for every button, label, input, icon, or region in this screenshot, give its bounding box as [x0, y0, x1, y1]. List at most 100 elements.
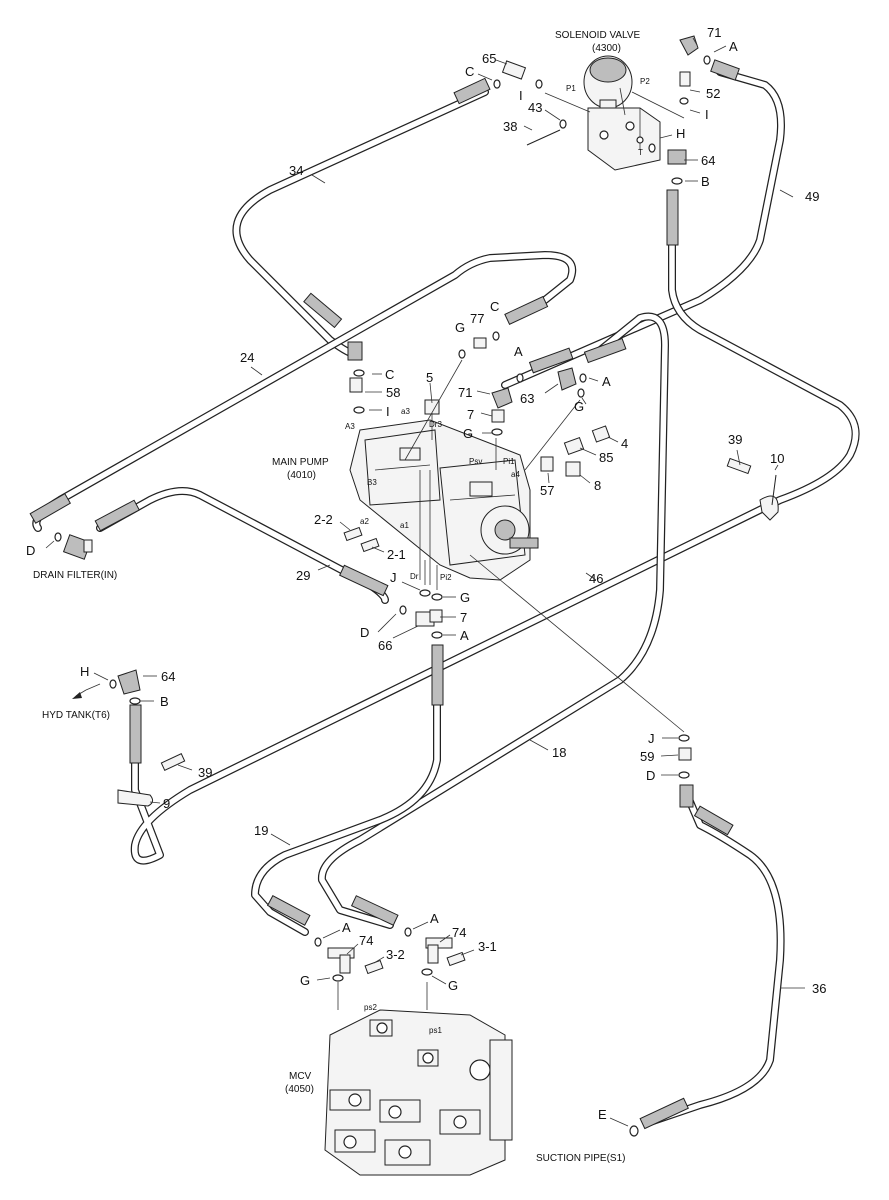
callout-8: 8 [594, 478, 601, 493]
callouts: 71 A 65 C I 52 I 43 38 H 64 B 34 49 G 77… [26, 25, 826, 1122]
caption-hyd-tank: HYD TANK(T6) [42, 710, 110, 721]
callout-77: 77 [470, 311, 484, 326]
callout-64-top: 64 [701, 153, 715, 168]
caption-drain-filter: DRAIN FILTER(IN) [33, 570, 117, 581]
callout-74-a: 74 [359, 933, 373, 948]
port-p1: P1 [566, 84, 576, 93]
caption-main-pump: MAIN PUMP [272, 457, 329, 468]
callout-9: 9 [163, 796, 170, 811]
callout-j-mid: J [390, 570, 397, 585]
clamp-9 [117, 789, 154, 807]
callout-g-low1: G [300, 973, 310, 988]
callout-71-top: 71 [707, 25, 721, 40]
callout-18: 18 [552, 745, 566, 760]
callout-10: 10 [770, 451, 784, 466]
callout-39-right: 39 [728, 432, 742, 447]
mcv-valve [324, 1009, 513, 1176]
callout-57: 57 [540, 483, 554, 498]
leader-lines [45, 37, 805, 1127]
callout-a-top: A [729, 39, 738, 54]
port-t: T [638, 148, 643, 157]
callout-h-left: H [80, 664, 89, 679]
callout-7-a: 7 [467, 407, 474, 422]
callout-71-mid: 71 [458, 385, 472, 400]
callout-a-mid3: A [460, 628, 469, 643]
callout-i-left2: I [386, 404, 390, 419]
port-a1: a1 [400, 521, 409, 530]
caption-solenoid-valve: SOLENOID VALVE [555, 30, 641, 41]
callout-g-mid4: G [460, 590, 470, 605]
callout-i-left: I [519, 88, 523, 103]
callout-g-mid: G [455, 320, 465, 335]
callout-2-1: 2-1 [387, 547, 406, 562]
port-psv: Psv [469, 457, 482, 466]
callout-39-left: 39 [198, 765, 212, 780]
bolt-39-right [726, 457, 752, 475]
hose-29 [96, 487, 389, 604]
callout-a-mid2: A [602, 374, 611, 389]
callout-66: 66 [378, 638, 392, 653]
callout-i-right: I [705, 107, 709, 122]
port-a3: A3 [345, 422, 355, 431]
drain-filter [62, 534, 93, 560]
callout-64-left: 64 [161, 669, 175, 684]
callout-74-b: 74 [452, 925, 466, 940]
callout-59: 59 [640, 749, 654, 764]
callout-5: 5 [426, 370, 433, 385]
callout-c-left: C [385, 367, 394, 382]
callout-2-2: 2-2 [314, 512, 333, 527]
hose-46 [130, 191, 860, 865]
callout-g-mid2: G [574, 399, 584, 414]
callout-a-mid: A [514, 344, 523, 359]
callout-j-right: J [648, 731, 655, 746]
clamp-10 [759, 474, 779, 521]
callout-a-low1: A [342, 920, 351, 935]
arrow-to-hyd-tank [72, 689, 87, 699]
caption-solenoid-valve-code: (4300) [592, 43, 621, 54]
callout-h-top: H [676, 126, 685, 141]
hose-fittings [29, 59, 740, 1130]
caption-suction-pipe: SUCTION PIPE(S1) [536, 1153, 625, 1164]
callout-52: 52 [706, 86, 720, 101]
callout-19: 19 [254, 823, 268, 838]
callout-58: 58 [386, 385, 400, 400]
callout-49: 49 [805, 189, 819, 204]
callout-63: 63 [520, 391, 534, 406]
callout-b-left: B [160, 694, 169, 709]
hose-49 [501, 68, 785, 389]
main-pump [349, 419, 539, 585]
hose-34 [232, 88, 489, 359]
callout-d-right: D [646, 768, 655, 783]
callout-34: 34 [289, 163, 303, 178]
callout-29: 29 [296, 568, 310, 583]
port-b3: B3 [367, 478, 377, 487]
callout-36: 36 [812, 981, 826, 996]
hose-19 [251, 646, 441, 936]
callout-38: 38 [503, 119, 517, 134]
callout-4: 4 [621, 436, 628, 451]
port-pi1: Pi1 [503, 457, 515, 466]
port-pi2: Pi2 [440, 573, 452, 582]
port-a2: a2 [360, 517, 369, 526]
caption-mcv-code: (4050) [285, 1084, 314, 1095]
callout-d-left: D [26, 543, 35, 558]
callout-g-low2: G [448, 978, 458, 993]
captions: SOLENOID VALVE (4300) MAIN PUMP (4010) D… [33, 30, 641, 1164]
callout-43: 43 [528, 100, 542, 115]
callout-3-1: 3-1 [478, 939, 497, 954]
port-ps1: ps1 [429, 1026, 442, 1035]
callout-e-low: E [598, 1107, 607, 1122]
callout-46: 46 [589, 571, 603, 586]
bolt-39-left [160, 753, 186, 771]
port-dr3: Dr3 [429, 420, 442, 429]
caption-main-pump-code: (4010) [287, 470, 316, 481]
port-p2: P2 [640, 77, 650, 86]
callout-c-top: C [465, 64, 474, 79]
hose-36 [646, 786, 785, 1126]
callout-7-b: 7 [460, 610, 467, 625]
hose-18 [317, 312, 669, 929]
callout-g-mid3: G [463, 426, 473, 441]
callout-24: 24 [240, 350, 254, 365]
port-ps2: ps2 [364, 1003, 377, 1012]
